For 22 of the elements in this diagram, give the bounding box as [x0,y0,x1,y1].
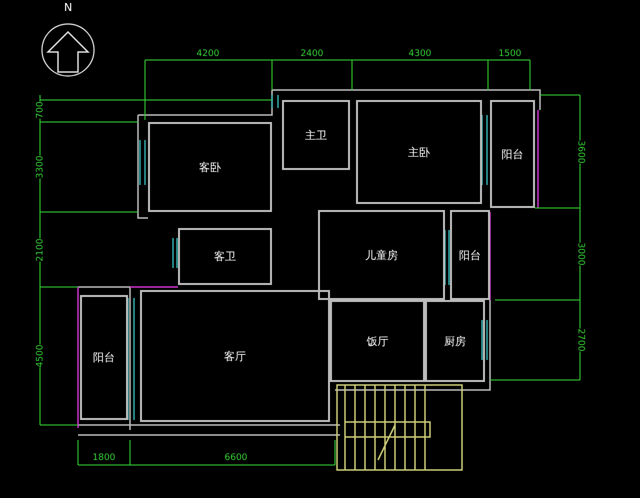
room: 儿童房 [318,210,445,300]
room: 主卧 [356,100,482,204]
room: 客卫 [178,228,272,285]
dimension-label: 3300 [34,156,45,178]
dimension-label: 2400 [300,49,324,59]
room: 阳台 [450,210,490,300]
dimension-label: 4500 [34,344,45,368]
room: 阳台 [80,295,128,420]
dimension-label: 1500 [498,49,522,59]
dimension-label: 6600 [224,453,248,463]
room: 主卫 [282,100,350,170]
room: 阳台 [490,100,535,208]
dimension-label: 1800 [92,453,116,463]
room: 客卧 [148,122,272,212]
dimension-label: 4300 [408,49,432,59]
room: 客厅 [140,290,330,422]
north-label: N [64,3,72,13]
dimension-label: 4200 [196,49,220,59]
dimension-label: 700 [35,101,46,119]
room: 饭厅 [330,300,425,382]
room: 厨房 [425,300,485,382]
dimension-label: 2100 [34,238,45,262]
